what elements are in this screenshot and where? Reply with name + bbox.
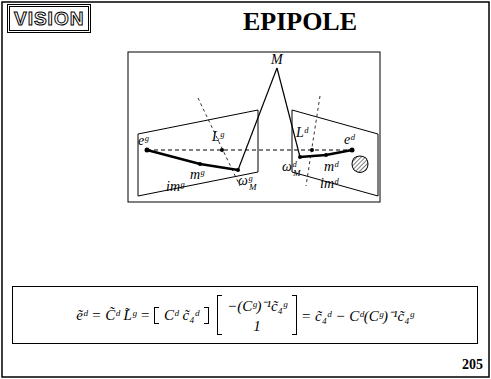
hand-icon <box>352 156 368 173</box>
point <box>310 148 314 152</box>
formula-part: = c̃₄ᵈ − Cᵈ(Cᵍ)⁻¹c̃₄ᵍ <box>301 305 414 325</box>
point <box>324 153 328 157</box>
subscript: M <box>293 169 301 178</box>
plane-label: imᵈ <box>320 177 338 191</box>
matrix-bracket <box>204 307 209 324</box>
point-label: M <box>271 53 283 67</box>
header-logo: VISION <box>7 4 91 33</box>
epipolar-line <box>300 150 352 157</box>
matrix-bracket <box>217 295 222 335</box>
projection-ray <box>277 68 300 157</box>
epipolar-line <box>147 150 238 170</box>
epipole-point <box>350 148 355 153</box>
left-image-plane <box>138 110 258 196</box>
epipole-label: eᵍ <box>138 134 148 148</box>
point-label: mᵍ <box>190 168 204 182</box>
matrix-bracket <box>292 295 297 335</box>
dotted-ray <box>198 98 240 186</box>
right-image-plane <box>292 110 378 196</box>
matrix-bracket <box>154 307 159 324</box>
point <box>236 168 240 172</box>
baseline <box>147 150 352 151</box>
projection-ray <box>238 68 277 170</box>
epipole-label: eᵈ <box>344 133 355 147</box>
point <box>220 148 224 152</box>
formula-part: ẽᵈ = C̃ᵈ L̃ᵍ = <box>76 307 150 324</box>
slide-title: EPIPOLE <box>150 9 450 35</box>
point <box>298 155 302 159</box>
formula-part: Cᵈ c̃₄ᵈ <box>164 307 199 324</box>
formula-box: ẽᵈ = C̃ᵈ L̃ᵍ = Cᵈ c̃₄ᵈ −(Cᵍ)⁻¹c̃₄ᵍ 1 = c̃₄ᵈ … <box>12 286 478 344</box>
formula-row: ẽᵈ = C̃ᵈ L̃ᵍ = Cᵈ c̃₄ᵈ −(Cᵍ)⁻¹c̃₄ᵍ 1 = c̃₄ᵈ … <box>76 293 413 337</box>
column-vector: −(Cᵍ)⁻¹c̃₄ᵍ 1 <box>217 293 297 337</box>
dotted-ray <box>306 96 320 186</box>
matrix-cell: Cᵈ c̃₄ᵈ <box>161 307 202 324</box>
formula-part: −(Cᵍ)⁻¹c̃₄ᵍ <box>227 295 287 315</box>
point <box>198 162 202 166</box>
epipole-point <box>145 148 150 153</box>
figure-frame <box>128 52 380 202</box>
page-number: 205 <box>462 358 483 372</box>
point-label: mᵈ <box>324 160 338 174</box>
matrix: Cᵈ c̃₄ᵈ <box>154 305 209 326</box>
formula-part: 1 <box>253 318 261 335</box>
point-label: Lᵍ <box>212 130 224 144</box>
subscript: M <box>249 183 257 192</box>
vector-cells: −(Cᵍ)⁻¹c̃₄ᵍ 1 <box>224 295 290 335</box>
plane-label: imᵍ <box>166 180 184 194</box>
point-label: Lᵈ <box>296 126 308 140</box>
